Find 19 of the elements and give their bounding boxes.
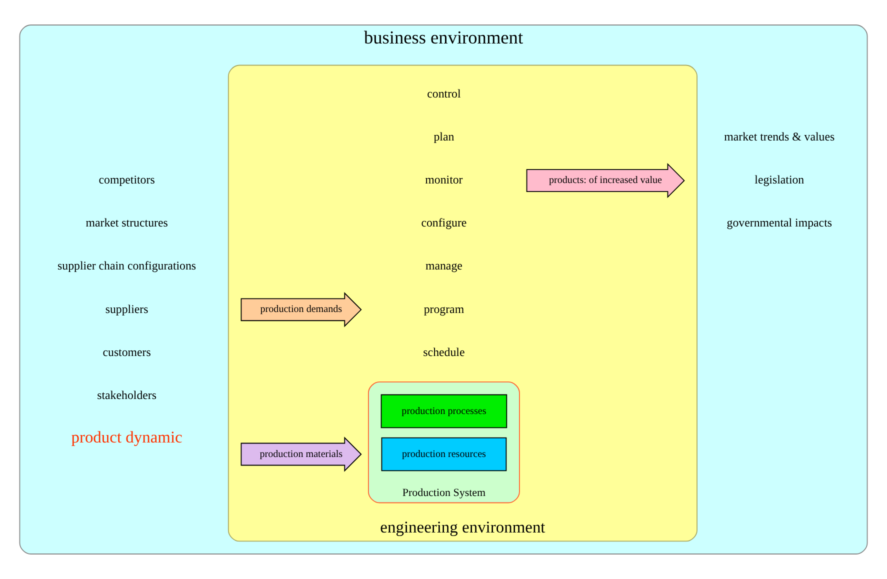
- label: customers: [102, 344, 151, 359]
- label: monitor: [425, 172, 463, 187]
- label: schedule: [423, 344, 465, 359]
- label: control: [427, 86, 461, 101]
- label: market trends & values: [724, 130, 835, 144]
- label: suppliers: [105, 302, 148, 316]
- label: legislation: [754, 172, 804, 187]
- label: governmental impacts: [726, 216, 832, 230]
- label: competitors: [98, 172, 155, 187]
- node-box: production processes: [380, 394, 508, 428]
- label: program: [424, 302, 464, 316]
- label: product dynamic: [71, 428, 182, 447]
- label: market structures: [86, 216, 168, 230]
- label: supplier chain configurations: [58, 258, 196, 273]
- label: configure: [421, 216, 467, 230]
- label: stakeholders: [97, 388, 156, 402]
- label: manage: [425, 258, 462, 273]
- label: plan: [434, 130, 454, 144]
- node-box: production resources: [381, 437, 507, 472]
